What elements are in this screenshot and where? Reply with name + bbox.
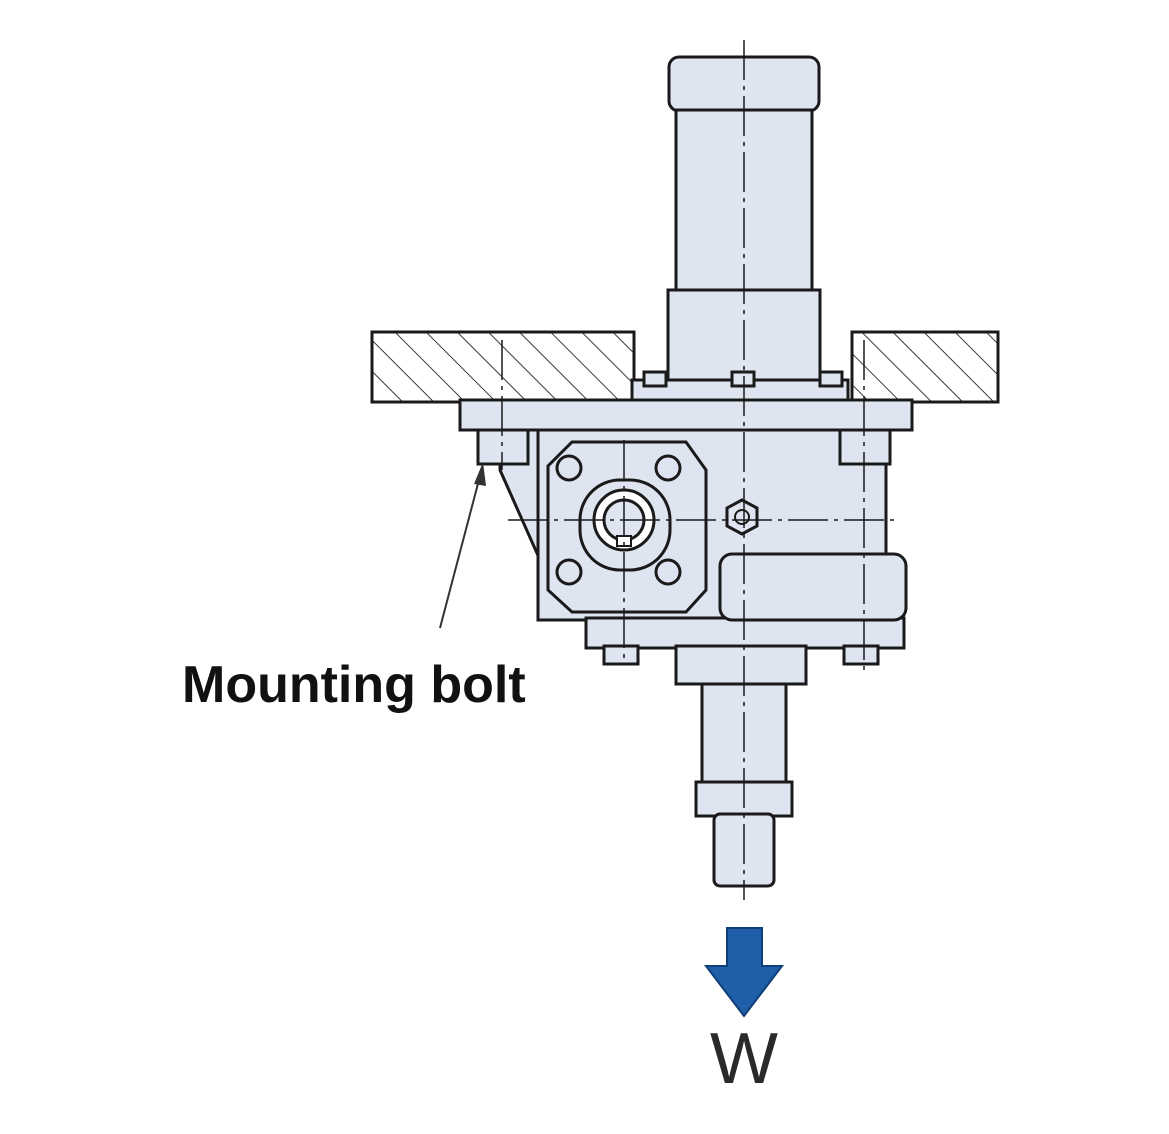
- flange-bolt: [642, 370, 668, 388]
- input-flange: [546, 440, 708, 614]
- mounting-bolt: [476, 428, 530, 466]
- flange-bolt: [730, 370, 756, 388]
- load-arrow-icon: [703, 927, 785, 1018]
- flange-screw-icon: [555, 454, 583, 482]
- mounting-plate: [370, 330, 1000, 404]
- mounting-bolts: [476, 428, 892, 466]
- center-lines: [501, 40, 895, 900]
- load-label: W: [710, 1019, 778, 1099]
- mounting-bolt-label: Mounting bolt: [182, 656, 526, 714]
- housing-top-plate: [458, 398, 914, 432]
- flange-screw-icon: [654, 558, 682, 586]
- housing-lower-block: [718, 552, 908, 622]
- mounting-bolt: [838, 428, 892, 466]
- shaft-collar: [674, 644, 808, 686]
- mounting-plate-left: [370, 330, 636, 404]
- flange-screw-icon: [654, 454, 682, 482]
- bottom-bolt: [602, 644, 640, 666]
- flange-screw-icon: [555, 558, 583, 586]
- housing-bottom-plate: [584, 616, 906, 650]
- output-shaft: [674, 644, 808, 888]
- mounting-plate-right: [850, 330, 1000, 404]
- callout-leader: [439, 462, 486, 629]
- flange-bolt: [818, 370, 844, 388]
- bottom-bolt: [842, 644, 880, 666]
